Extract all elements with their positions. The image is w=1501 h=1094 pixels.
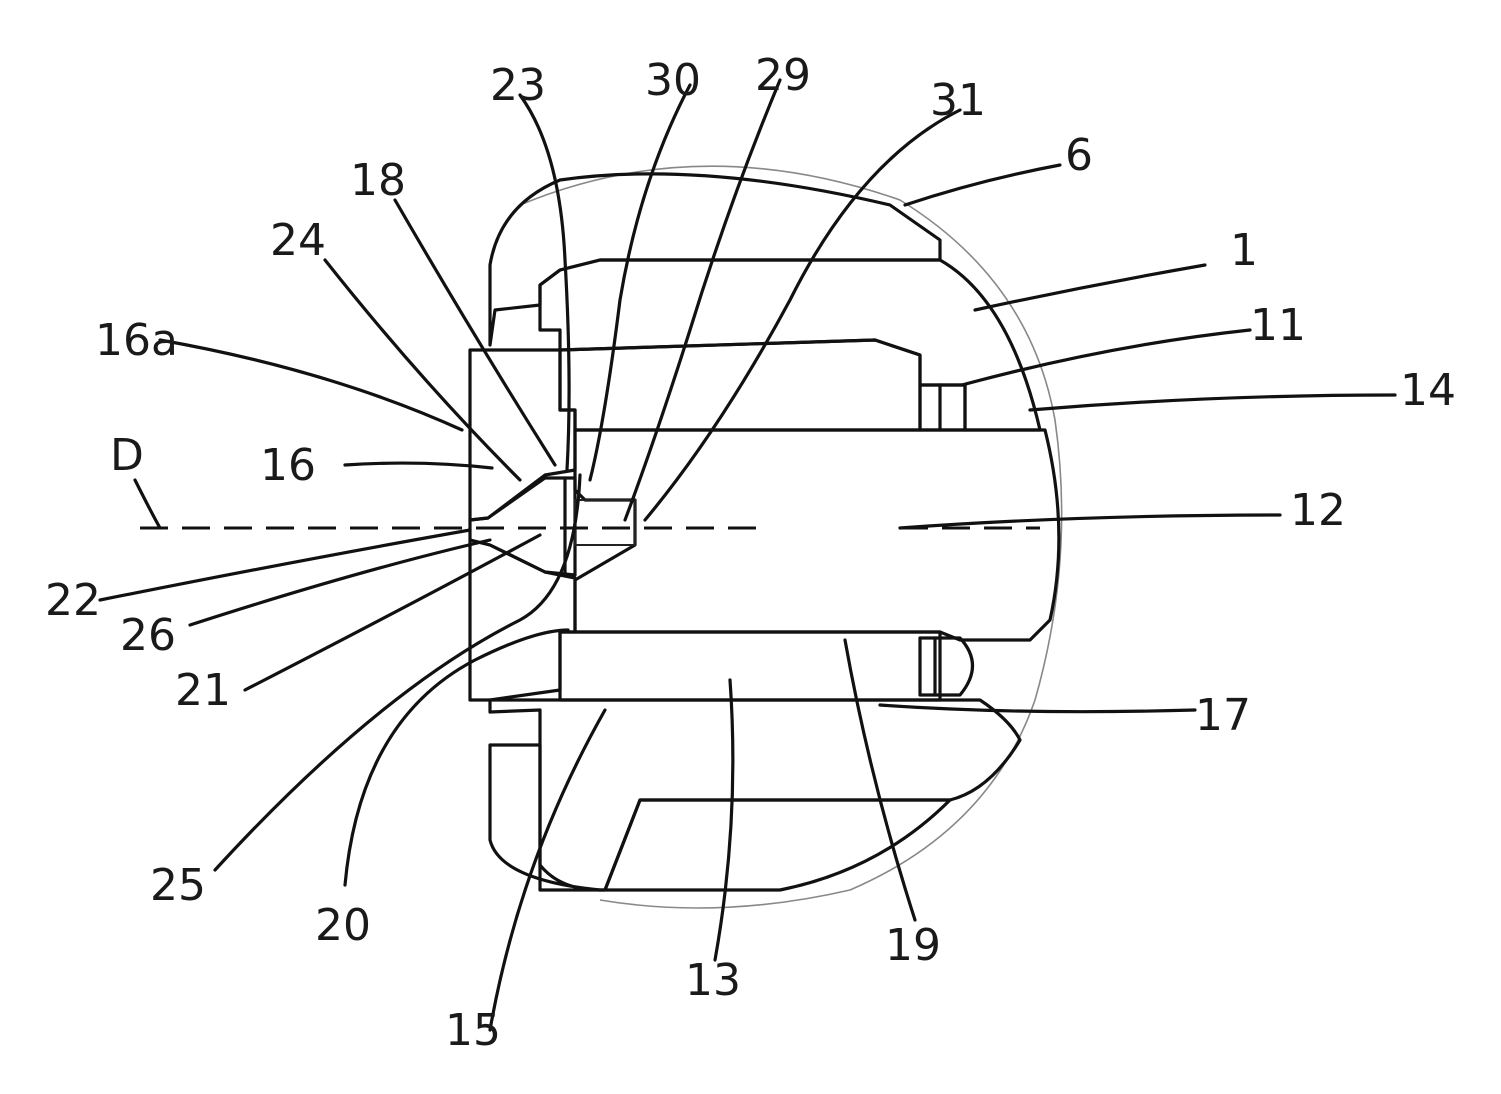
label-15: 15 — [445, 1005, 501, 1056]
leader-15 — [490, 710, 605, 1030]
axis-d-marker — [135, 480, 160, 528]
leader-18 — [395, 200, 555, 465]
label-26: 26 — [120, 610, 176, 661]
leader-13 — [715, 680, 733, 960]
leader-6 — [905, 165, 1060, 205]
leader-25 — [215, 475, 580, 870]
lower-casing — [490, 745, 950, 890]
outer-contour — [520, 166, 1062, 908]
label-24: 24 — [270, 215, 326, 266]
leader-17 — [880, 705, 1195, 712]
label-16a: 16a — [95, 315, 178, 366]
leader-11 — [962, 330, 1250, 385]
leader-31 — [645, 110, 960, 520]
label-d: D — [110, 430, 144, 481]
leader-21 — [245, 535, 540, 690]
label-30: 30 — [645, 55, 701, 106]
label-29: 29 — [755, 50, 811, 101]
label-11: 11 — [1250, 300, 1306, 351]
label-23: 23 — [490, 60, 546, 111]
label-14: 14 — [1400, 365, 1456, 416]
label-19: 19 — [885, 920, 941, 971]
upper-slot — [920, 385, 965, 430]
label-17: 17 — [1195, 690, 1251, 741]
label-16: 16 — [260, 440, 316, 491]
leader-1 — [975, 265, 1205, 310]
label-12: 12 — [1290, 485, 1346, 536]
leader-30 — [590, 85, 690, 480]
leader-29 — [625, 80, 780, 520]
lower-sleeve — [560, 632, 940, 700]
label-21: 21 — [175, 665, 231, 716]
label-1: 1 — [1230, 225, 1258, 276]
label-18: 18 — [350, 155, 406, 206]
label-22: 22 — [45, 575, 101, 626]
leader-12 — [900, 515, 1280, 528]
lower-slot — [920, 638, 973, 695]
label-25: 25 — [150, 860, 206, 911]
leader-22 — [100, 530, 470, 600]
leader-20 — [345, 630, 568, 885]
leader-16a — [160, 340, 462, 430]
central-bore — [575, 500, 635, 545]
label-13: 13 — [685, 955, 741, 1006]
lower-body — [490, 700, 1020, 890]
label-20: 20 — [315, 900, 371, 951]
label-31: 31 — [930, 75, 986, 126]
label-6: 6 — [1065, 130, 1093, 181]
leader-19 — [845, 640, 915, 920]
leader-14 — [1030, 395, 1395, 410]
